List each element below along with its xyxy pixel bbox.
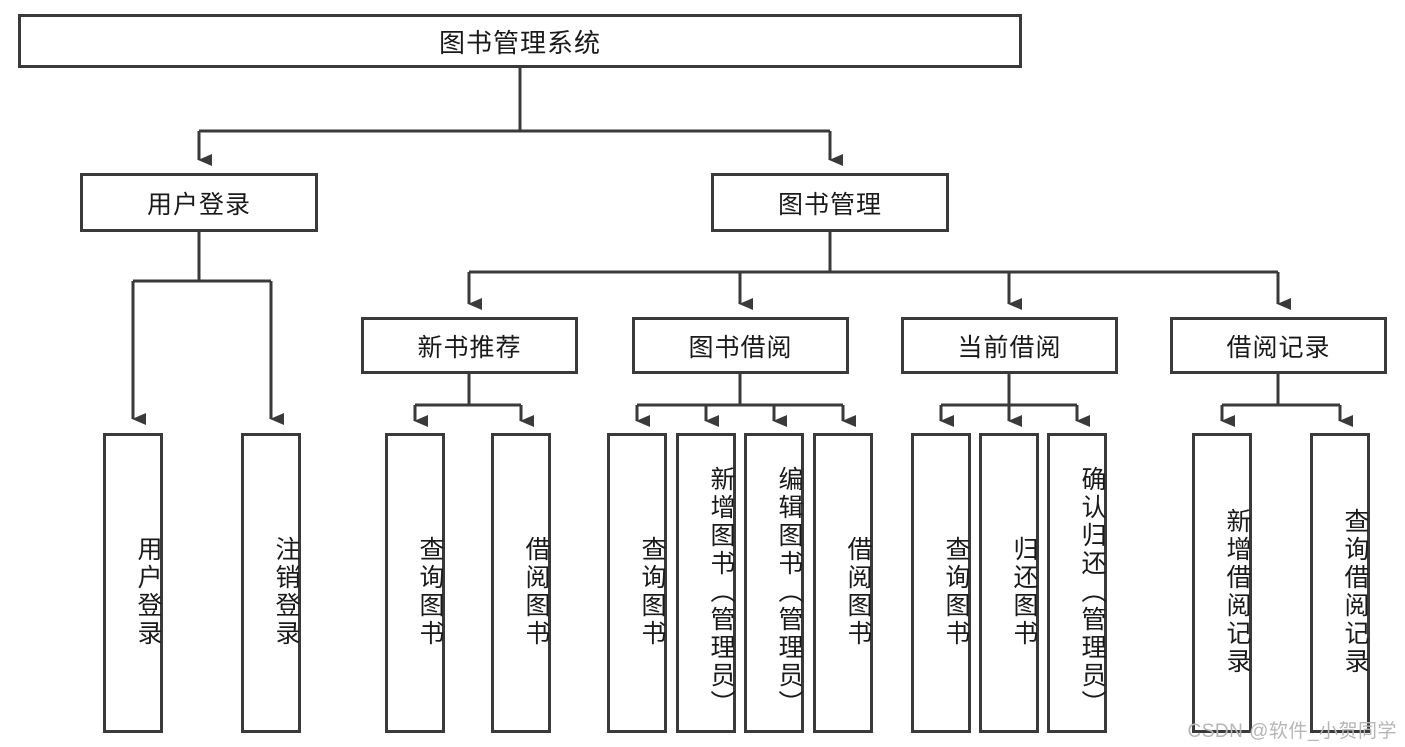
node-leaf-add-record[interactable]: 新增借阅记录	[1192, 433, 1252, 733]
node-label: 新增借阅记录	[1223, 508, 1251, 676]
node-label: 当前借阅	[957, 333, 1062, 362]
node-root-system[interactable]: 图书管理系统	[18, 14, 1022, 68]
node-leaf-return-book[interactable]: 归还图书	[979, 433, 1039, 733]
node-user-login[interactable]: 用户登录	[80, 173, 318, 232]
node-borrow-record[interactable]: 借阅记录	[1170, 317, 1387, 374]
node-label: 借阅图书	[844, 536, 872, 648]
node-label: 编辑图书（管理员）	[775, 466, 803, 718]
node-label: 图书借阅	[688, 333, 793, 362]
node-leaf-logout[interactable]: 注销登录	[241, 433, 301, 733]
node-book-borrow[interactable]: 图书借阅	[632, 317, 849, 374]
node-label: 查询借阅记录	[1341, 508, 1369, 676]
node-label: 查询图书	[638, 536, 666, 648]
node-label: 查询图书	[942, 536, 970, 648]
node-label: 确认归还（管理员）	[1078, 466, 1106, 718]
node-current-borrow[interactable]: 当前借阅	[901, 317, 1118, 374]
node-label: 图书管理系统	[438, 27, 601, 58]
node-label: 新书推荐	[417, 333, 522, 362]
node-label: 注销登录	[272, 536, 300, 648]
node-book-management[interactable]: 图书管理	[711, 173, 949, 232]
node-label: 用户登录	[146, 190, 251, 219]
node-leaf-borrow-book-2[interactable]: 借阅图书	[813, 433, 873, 733]
node-label: 借阅图书	[522, 536, 550, 648]
node-leaf-query-book-2[interactable]: 查询图书	[607, 433, 667, 733]
node-label: 借阅记录	[1226, 333, 1331, 362]
node-leaf-user-login[interactable]: 用户登录	[103, 433, 163, 733]
node-label: 用户登录	[134, 536, 162, 648]
node-leaf-add-book[interactable]: 新增图书（管理员）	[676, 433, 736, 733]
node-label: 归还图书	[1010, 536, 1038, 648]
node-label: 图书管理	[777, 190, 882, 219]
node-new-book-recommend[interactable]: 新书推荐	[361, 317, 578, 374]
node-leaf-borrow-book-1[interactable]: 借阅图书	[491, 433, 551, 733]
node-leaf-edit-book[interactable]: 编辑图书（管理员）	[744, 433, 804, 733]
watermark-text: CSDN @软件_小贺同学	[1187, 721, 1397, 742]
node-leaf-query-book-3[interactable]: 查询图书	[911, 433, 971, 733]
node-label: 查询图书	[416, 536, 444, 648]
node-leaf-query-record[interactable]: 查询借阅记录	[1310, 433, 1370, 733]
node-leaf-confirm-return[interactable]: 确认归还（管理员）	[1047, 433, 1107, 733]
node-leaf-query-book-1[interactable]: 查询图书	[385, 433, 445, 733]
node-label: 新增图书（管理员）	[707, 466, 735, 718]
